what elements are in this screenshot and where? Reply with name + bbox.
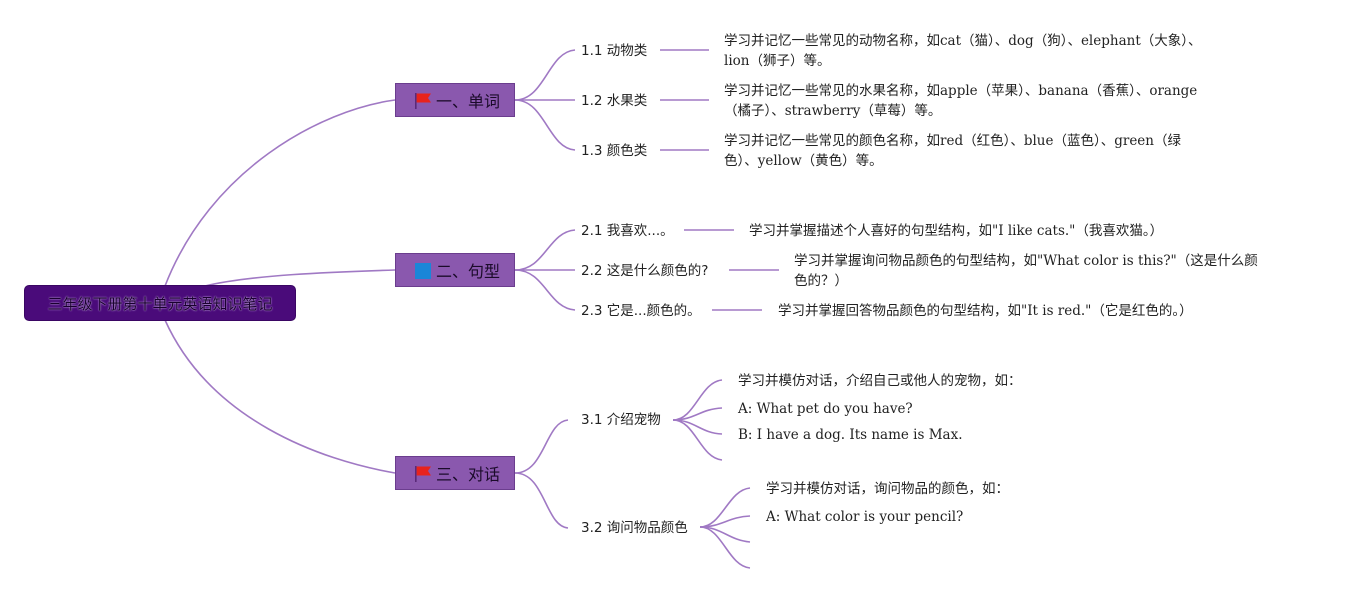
- topic-node-dialogues[interactable]: 三、对话: [395, 456, 515, 490]
- root-title: 三年级下册第十单元英语知识笔记: [47, 294, 273, 313]
- root-topic-connector: [204, 269, 396, 287]
- subtopic-node[interactable]: 2.1 我喜欢...。: [581, 222, 674, 240]
- subtopic-node[interactable]: 3.1 介绍宠物: [581, 411, 661, 429]
- leaf-note[interactable]: 学习并记忆一些常见的动物名称，如cat（猫）、dog（狗）、elephant（大…: [724, 31, 1214, 71]
- topic-sub-connector: [514, 419, 569, 474]
- leaf-note[interactable]: 学习并掌握描述个人喜好的句型结构，如"I like cats."（我喜欢猫。）: [749, 221, 1163, 241]
- leaf-note[interactable]: 学习并记忆一些常见的水果名称，如apple（苹果）、banana（香蕉）、ora…: [724, 81, 1202, 121]
- subtopic-label: 2.2 这是什么颜色的?: [581, 263, 709, 279]
- topic-sub-connector: [514, 269, 576, 311]
- red-flag-icon: [414, 92, 431, 109]
- topic-label: 一、单词: [436, 92, 501, 111]
- leaf-text: 学习并模仿对话，介绍自己或他人的宠物，如：: [738, 373, 1022, 389]
- leaf-note[interactable]: A: What pet do you have?: [738, 399, 913, 419]
- leaf-note[interactable]: 学习并记忆一些常见的颜色名称，如red（红色）、blue（蓝色）、green（绿…: [724, 131, 1198, 171]
- root-topic-connector: [164, 319, 396, 474]
- red-flag-icon: [414, 465, 431, 482]
- leaf-text: 学习并掌握询问物品颜色的句型结构，如"What color is this?"（…: [794, 253, 1258, 289]
- subtopic-label: 1.2 水果类: [581, 93, 648, 109]
- leaf-text: A: What color is your pencil?: [766, 509, 964, 525]
- subtopic-node[interactable]: 1.3 颜色类: [581, 142, 647, 160]
- leaf-note[interactable]: 学习并模仿对话，介绍自己或他人的宠物，如：: [738, 371, 1022, 391]
- subtopic-node[interactable]: 1.2 水果类: [581, 92, 647, 110]
- leaf-note[interactable]: 学习并掌握回答物品颜色的句型结构，如"It is red."（它是红色的。）: [778, 301, 1193, 321]
- leaf-note[interactable]: 学习并模仿对话，询问物品的颜色，如：: [766, 479, 1009, 499]
- subtopic-node[interactable]: 3.2 询问物品颜色: [581, 519, 688, 537]
- sub-leaf-connector: [672, 419, 723, 461]
- subtopic-node[interactable]: 2.3 它是...颜色的。: [581, 302, 701, 320]
- subtopic-label: 1.1 动物类: [581, 43, 648, 59]
- root-node[interactable]: 三年级下册第十单元英语知识笔记: [25, 286, 295, 320]
- subtopic-label: 2.3 它是...颜色的。: [581, 303, 701, 319]
- leaf-text: 学习并记忆一些常见的动物名称，如cat（猫）、dog（狗）、elephant（大…: [724, 33, 1202, 69]
- subtopic-label: 2.1 我喜欢...。: [581, 223, 674, 239]
- leaf-text: 学习并记忆一些常见的水果名称，如apple（苹果）、banana（香蕉）、ora…: [724, 83, 1198, 119]
- leaf-text: B: I have a dog. Its name is Max.: [738, 427, 963, 443]
- topic-sub-connector: [514, 99, 576, 151]
- subtopic-label: 3.1 介绍宠物: [581, 412, 661, 428]
- leaf-text: A: What pet do you have?: [738, 401, 913, 417]
- topic-node-sentences[interactable]: 二、句型: [395, 253, 515, 287]
- topic-label: 二、句型: [436, 262, 501, 281]
- subtopic-label: 1.3 颜色类: [581, 143, 648, 159]
- topic-label: 三、对话: [436, 465, 501, 484]
- leaf-note[interactable]: 学习并掌握询问物品颜色的句型结构，如"What color is this?"（…: [794, 251, 1269, 291]
- topic-sub-connector: [514, 472, 569, 529]
- leaf-text: 学习并模仿对话，询问物品的颜色，如：: [766, 481, 1009, 497]
- leaf-note[interactable]: A: What color is your pencil?: [766, 507, 963, 527]
- topic-sub-connector: [514, 229, 576, 271]
- leaf-note[interactable]: B: I have a dog. Its name is Max.: [738, 425, 962, 445]
- leaf-text: 学习并记忆一些常见的颜色名称，如red（红色）、blue（蓝色）、green（绿…: [724, 133, 1181, 169]
- leaf-text: 学习并掌握描述个人喜好的句型结构，如"I like cats."（我喜欢猫。）: [749, 223, 1164, 239]
- root-topic-connector: [164, 99, 396, 287]
- blue-flag-icon: [414, 262, 431, 279]
- subtopic-node[interactable]: 1.1 动物类: [581, 42, 647, 60]
- topic-sub-connector: [514, 49, 576, 101]
- subtopic-node[interactable]: 2.2 这是什么颜色的?: [581, 262, 708, 280]
- sub-leaf-connector: [699, 526, 751, 569]
- leaf-text: 学习并掌握回答物品颜色的句型结构，如"It is red."（它是红色的。）: [778, 303, 1193, 319]
- subtopic-label: 3.2 询问物品颜色: [581, 520, 688, 536]
- topic-node-words[interactable]: 一、单词: [395, 83, 515, 117]
